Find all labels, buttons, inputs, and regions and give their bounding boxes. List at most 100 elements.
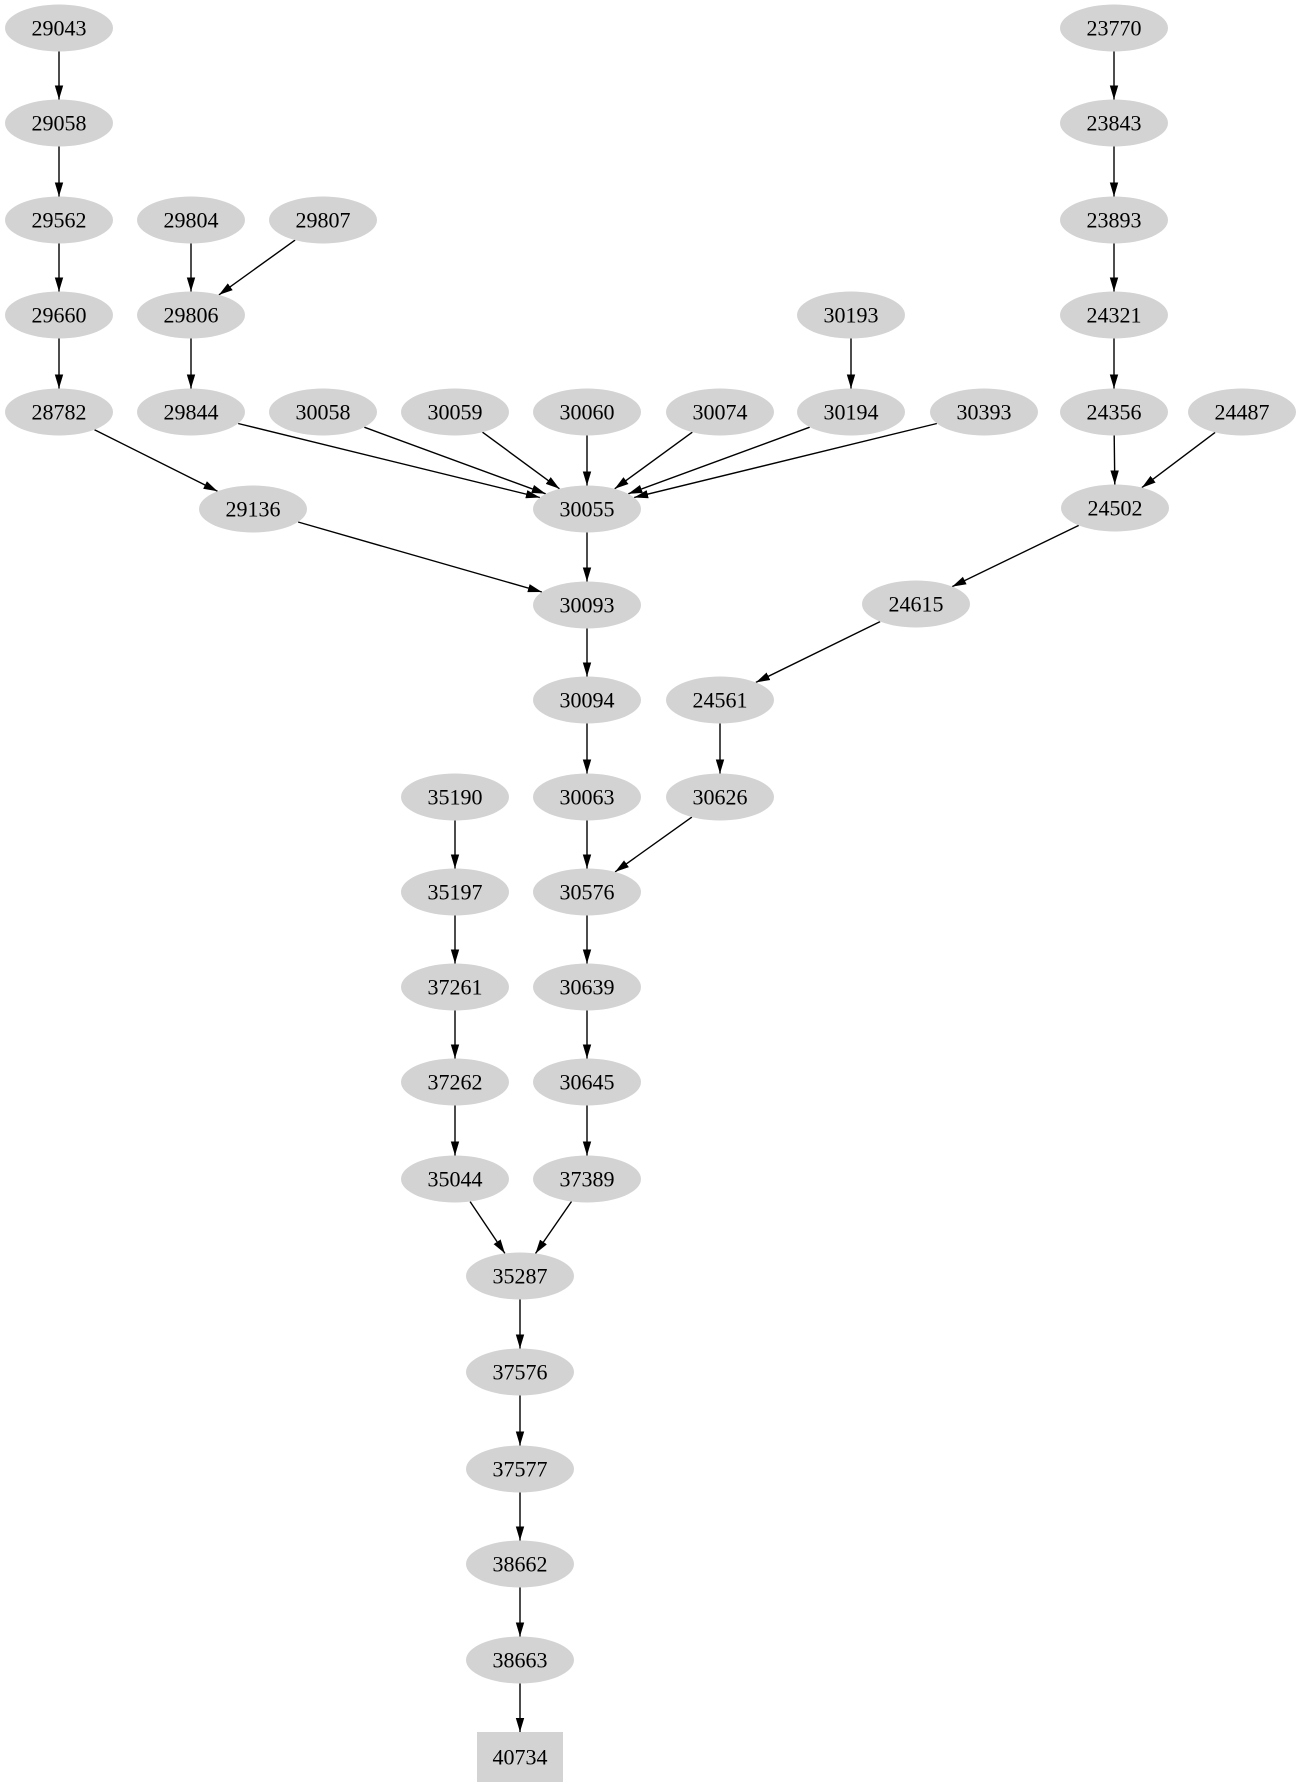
edge-28782-29136 (94, 429, 218, 492)
node-ellipse-shape (666, 388, 774, 436)
node-label: 30074 (693, 400, 748, 425)
node-label: 29136 (226, 497, 281, 522)
node-30074: 30074 (666, 388, 774, 436)
node-ellipse-shape (1188, 388, 1296, 436)
node-label: 24502 (1088, 496, 1143, 521)
node-ellipse-shape (797, 388, 905, 436)
node-label: 30626 (693, 785, 748, 810)
node-ellipse-shape (137, 291, 245, 339)
node-ellipse-shape (533, 963, 641, 1011)
node-23770: 23770 (1060, 4, 1168, 52)
node-label: 23893 (1087, 208, 1142, 233)
node-37262: 37262 (401, 1058, 509, 1106)
node-37389: 37389 (533, 1155, 641, 1203)
nodes-layer: 29043 23770 29058 23843 29562 29804 29807 23893… (5, 4, 1296, 1782)
edge-24356-24502 (1110, 435, 1119, 485)
edge-29844-30055 (237, 422, 541, 499)
node-label: 35287 (493, 1264, 548, 1289)
node-label: 30055 (560, 497, 615, 522)
node-label: 29807 (296, 208, 351, 233)
node-29136: 29136 (199, 485, 307, 533)
node-label: 29043 (32, 16, 87, 41)
edge-30194-30055 (628, 426, 810, 495)
node-ellipse-shape (466, 1540, 574, 1588)
node-label: 24487 (1215, 400, 1270, 425)
node-35287: 35287 (466, 1252, 574, 1300)
node-24487: 24487 (1188, 388, 1296, 436)
node-ellipse-shape (862, 580, 970, 628)
node-label: 29844 (164, 400, 219, 425)
node-ellipse-shape (137, 388, 245, 436)
edge-24487-24502 (1141, 431, 1216, 489)
node-ellipse-shape (5, 291, 113, 339)
edge-30059-30055 (482, 431, 560, 490)
node-24615: 24615 (862, 580, 970, 628)
node-ellipse-shape (401, 1058, 509, 1106)
node-label: 23843 (1087, 111, 1142, 136)
node-label: 37389 (560, 1167, 615, 1192)
node-label: 28782 (32, 400, 87, 425)
node-label: 23770 (1087, 16, 1142, 41)
node-30639: 30639 (533, 963, 641, 1011)
node-label: 30094 (560, 688, 615, 713)
node-label: 37576 (493, 1360, 548, 1385)
node-label: 35044 (428, 1167, 483, 1192)
node-ellipse-shape (533, 1155, 641, 1203)
node-37261: 37261 (401, 963, 509, 1011)
node-label: 30576 (560, 880, 615, 905)
node-24561: 24561 (666, 676, 774, 724)
node-30058: 30058 (269, 388, 377, 436)
node-ellipse-shape (1060, 388, 1168, 436)
node-30194: 30194 (797, 388, 905, 436)
node-label: 30193 (824, 303, 879, 328)
node-ellipse-shape (533, 773, 641, 821)
node-label: 29562 (32, 208, 87, 233)
node-label: 30058 (296, 400, 351, 425)
edge-24615-24561 (755, 620, 881, 684)
node-ellipse-shape (401, 388, 509, 436)
edge-37389-35287 (534, 1201, 573, 1254)
node-label: 30060 (560, 400, 615, 425)
node-ellipse-shape (666, 773, 774, 821)
node-label: 38662 (493, 1552, 548, 1577)
node-label: 30093 (560, 593, 615, 618)
node-ellipse-shape (1060, 4, 1168, 52)
node-30576: 30576 (533, 868, 641, 916)
node-29660: 29660 (5, 291, 113, 339)
node-label: 30393 (957, 400, 1012, 425)
node-30094: 30094 (533, 676, 641, 724)
node-label: 24615 (889, 592, 944, 617)
node-label: 24356 (1087, 400, 1142, 425)
node-23893: 23893 (1060, 196, 1168, 244)
node-ellipse-shape (533, 868, 641, 916)
node-29562: 29562 (5, 196, 113, 244)
node-ellipse-shape (533, 676, 641, 724)
node-29058: 29058 (5, 99, 113, 147)
edge-35044-35287 (469, 1201, 506, 1254)
node-30063: 30063 (533, 773, 641, 821)
node-ellipse-shape (1060, 196, 1168, 244)
node-ellipse-shape (930, 388, 1038, 436)
node-ellipse-shape (269, 388, 377, 436)
edges-layer (54, 51, 1216, 1732)
edge-29807-29806 (218, 239, 296, 296)
node-ellipse-shape (797, 291, 905, 339)
edge-30393-30055 (633, 422, 938, 499)
node-ellipse-shape (533, 485, 641, 533)
node-ellipse-shape (1061, 484, 1169, 532)
node-label: 24561 (693, 688, 748, 713)
node-label: 35190 (428, 785, 483, 810)
node-30645: 30645 (533, 1058, 641, 1106)
node-ellipse-shape (466, 1348, 574, 1396)
node-ellipse-shape (401, 963, 509, 1011)
node-ellipse-shape (5, 99, 113, 147)
node-ellipse-shape (401, 1155, 509, 1203)
node-29043: 29043 (5, 4, 113, 52)
node-label: 29806 (164, 303, 219, 328)
node-29806: 29806 (137, 291, 245, 339)
node-label: 29804 (164, 208, 219, 233)
node-35190: 35190 (401, 773, 509, 821)
node-label: 30063 (560, 785, 615, 810)
node-ellipse-shape (1060, 291, 1168, 339)
